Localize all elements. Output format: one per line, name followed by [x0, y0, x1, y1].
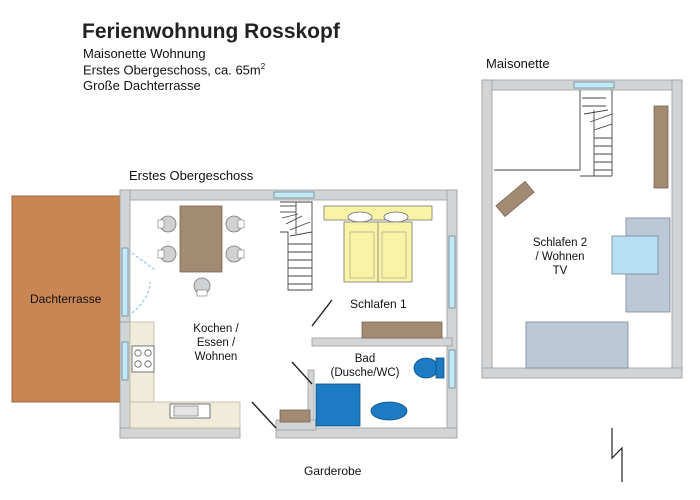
subtitle-terrace: Große Dachterrasse: [83, 78, 201, 93]
bedroom1-door: [311, 299, 333, 327]
kitchen-counter: [129, 321, 241, 429]
section-label-first-floor: Erstes Obergeschoss: [129, 168, 254, 183]
staircase-first-floor: [280, 201, 313, 291]
bedroom2-line3: TV: [552, 265, 568, 277]
kitchen-line1: Kochen /: [193, 323, 239, 335]
entrance-door: [251, 401, 277, 429]
staircase-maisonette: [494, 90, 613, 177]
terrace-door-swing: [127, 249, 156, 317]
room-label-kitchen: Kochen / Essen / Wohnen: [180, 322, 252, 364]
garderobe-shelf: [279, 409, 311, 423]
bedroom2-line2: / Wohnen: [535, 251, 585, 263]
subtitle-floor-area: Erstes Obergeschoss, ca. 65m2: [83, 62, 265, 77]
kitchen-line3: Wohnen: [194, 351, 238, 363]
subtitle-area-sup: 2: [260, 62, 266, 71]
maisonette-shelf: [653, 105, 669, 189]
kitchen-line2: Essen /: [196, 337, 236, 349]
bedroom2-line1: Schlafen 2: [532, 237, 588, 249]
bath-door: [291, 361, 313, 385]
washbasin-icon: [370, 401, 408, 421]
wardrobe-bedroom1: [361, 321, 443, 339]
section-label-maisonette: Maisonette: [486, 56, 550, 71]
dining-table: [157, 205, 245, 297]
tv-screen: [611, 235, 659, 275]
room-label-bath: Bad (Dusche/WC): [322, 352, 408, 380]
north-arrow-icon: [611, 428, 623, 482]
maisonette-window: [573, 81, 615, 89]
room-label-terrace: Dachterrasse: [30, 292, 102, 306]
room-label-bedroom2: Schlafen 2 / Wohnen TV: [522, 236, 598, 278]
plan-title: Ferienwohnung Rosskopf: [82, 20, 340, 43]
windows-first-floor: [121, 191, 456, 389]
room-label-garderobe: Garderobe: [304, 464, 362, 478]
room-label-bedroom1: Schlafen 1: [350, 297, 407, 311]
bath-line2: (Dusche/WC): [330, 367, 400, 379]
maisonette-angled-shelf: [495, 180, 535, 218]
subtitle-area-text: Erstes Obergeschoss, ca. 65m: [83, 62, 261, 78]
shower-icon: [315, 383, 361, 427]
sofa-bottom: [525, 321, 629, 369]
cooktop-icon: [131, 345, 155, 373]
toilet-icon: [413, 357, 445, 379]
sink-icon: [169, 403, 211, 419]
double-bed: [323, 205, 433, 283]
bath-line1: Bad: [354, 353, 376, 365]
subtitle-type: Maisonette Wohnung: [83, 46, 206, 61]
